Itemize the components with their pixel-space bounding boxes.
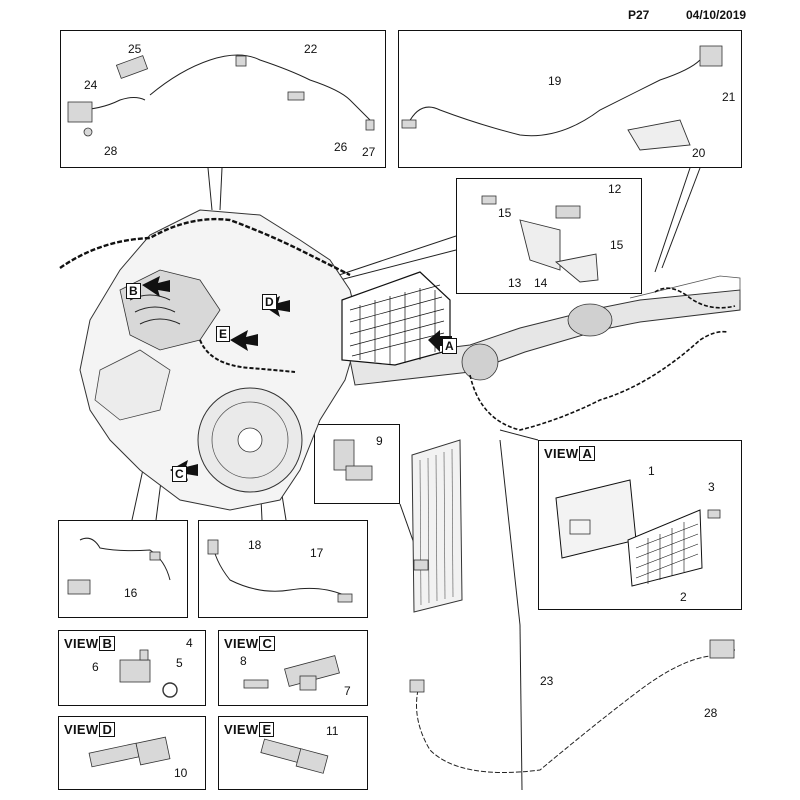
callout-15-top: 15 [498, 206, 512, 220]
callout-9: 9 [376, 434, 383, 448]
view-b-word: VIEW [64, 636, 99, 651]
callout-8: 8 [240, 654, 247, 668]
callout-14: 14 [534, 276, 548, 290]
callout-7: 7 [344, 684, 351, 698]
view-a-letter: A [579, 446, 596, 461]
callout-23: 23 [540, 674, 554, 688]
callout-28-top: 28 [104, 144, 118, 158]
arrow-label-a: A [442, 338, 457, 354]
view-c-word: VIEW [224, 636, 259, 651]
callout-13: 13 [508, 276, 522, 290]
arrow-label-b: B [126, 283, 141, 299]
view-d-word: VIEW [64, 722, 99, 737]
view-d-letter: D [99, 722, 116, 737]
view-a-word: VIEW [544, 446, 579, 461]
callout-22: 22 [304, 42, 318, 56]
callout-10: 10 [174, 766, 188, 780]
callout-3: 3 [708, 480, 715, 494]
callout-2: 2 [680, 590, 687, 604]
callout-28-bottom: 28 [704, 706, 718, 720]
page-number: P27 [628, 8, 650, 22]
callout-19: 19 [548, 74, 562, 88]
callout-21: 21 [722, 90, 736, 104]
callout-4: 4 [186, 636, 193, 650]
callout-26: 26 [334, 140, 348, 154]
callout-11: 11 [326, 724, 339, 738]
view-e-letter: E [259, 722, 275, 737]
callout-17: 17 [310, 546, 324, 560]
callout-24: 24 [84, 78, 98, 92]
callout-25: 25 [128, 42, 142, 56]
detail-box-top-left [60, 30, 386, 168]
callout-6: 6 [92, 660, 99, 674]
arrow-label-d: D [262, 294, 277, 310]
callout-16: 16 [124, 586, 138, 600]
callout-27: 27 [362, 145, 376, 159]
arrow-label-e: E [216, 326, 231, 342]
date: 04/10/2019 [686, 8, 747, 22]
callout-5: 5 [176, 656, 183, 670]
view-c-letter: C [259, 636, 276, 651]
view-b-letter: B [99, 636, 116, 651]
callout-18: 18 [248, 538, 262, 552]
callout-12: 12 [608, 182, 622, 196]
callout-15-right: 15 [610, 238, 624, 252]
view-e-word: VIEW [224, 722, 259, 737]
callout-20: 20 [692, 146, 706, 160]
arrow-label-c: C [172, 466, 187, 482]
callout-1: 1 [648, 464, 655, 478]
detail-box-sensor-9 [314, 424, 400, 504]
